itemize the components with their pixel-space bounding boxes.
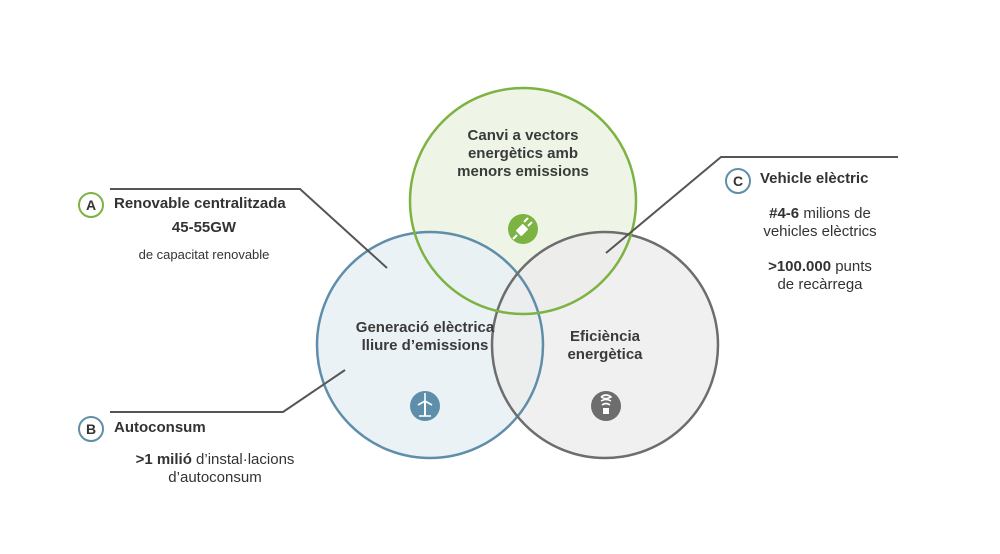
callout-b-detail: d’autoconsum bbox=[168, 469, 262, 486]
circle-right-label: Eficiència energètica bbox=[567, 328, 643, 363]
plug-icon bbox=[508, 214, 538, 244]
callout-c-title: Vehicle elèctric bbox=[760, 170, 869, 187]
callout-c-line1-rest: milions de bbox=[799, 205, 871, 222]
wind-turbine-icon bbox=[410, 391, 440, 421]
leader-line-a bbox=[110, 188, 388, 269]
leader-line-b bbox=[110, 369, 346, 413]
callout-a-title: Renovable centralitzada bbox=[114, 195, 286, 212]
callout-c-line3-rest: punts bbox=[831, 258, 872, 275]
circle-left-label: Generació elèctrica lliure d’emissions bbox=[355, 319, 495, 354]
callout-c-line2: vehicles elèctrics bbox=[763, 223, 877, 240]
circle-left-outline bbox=[315, 230, 545, 460]
callout-b-value-bold: >1 milió bbox=[135, 451, 192, 468]
callout-c-line1-bold: #4-6 bbox=[769, 205, 800, 222]
callout-b-title: Autoconsum bbox=[114, 419, 206, 436]
circle-right-outline bbox=[490, 230, 720, 460]
callout-c-line3: >100.000 punts bbox=[750, 258, 890, 276]
badge-a: A bbox=[78, 192, 104, 218]
callout-c-line4: de recàrrega bbox=[777, 276, 863, 293]
leader-line-c bbox=[605, 156, 898, 254]
badge-b: B bbox=[78, 416, 104, 442]
circle-left bbox=[317, 232, 543, 458]
callout-c-line3-bold: >100.000 bbox=[768, 258, 832, 275]
callout-b-value-rest: d’instal·lacions bbox=[191, 451, 295, 468]
circle-top-label: Canvi a vectors energètics amb menors em… bbox=[457, 127, 589, 180]
callout-a-detail: de capacitat renovable bbox=[138, 247, 270, 262]
callout-a-value: 45-55GW bbox=[171, 219, 237, 236]
callout-c-line1: #4-6 milions de bbox=[750, 205, 890, 223]
circle-top-outline bbox=[408, 86, 638, 316]
circle-right bbox=[492, 232, 718, 458]
light-bulb-icon bbox=[591, 391, 621, 421]
badge-c: C bbox=[725, 168, 751, 194]
callout-b-value: >1 milió d’instal·lacions bbox=[100, 451, 330, 469]
